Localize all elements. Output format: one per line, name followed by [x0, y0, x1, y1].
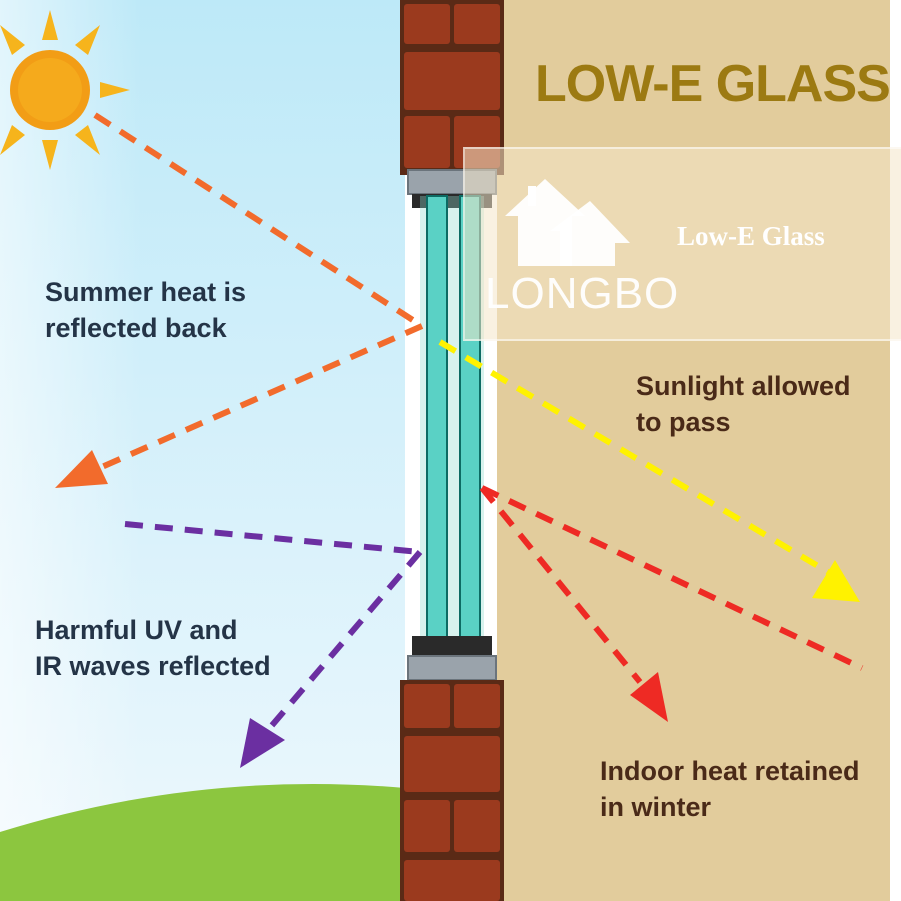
diagram-title: LOW-E GLASS — [535, 55, 891, 113]
arrowhead-indoor-heat — [630, 672, 668, 722]
sun-icon — [0, 10, 130, 170]
uv-label-line2: IR waves reflected — [35, 651, 271, 681]
watermark-caption: Low-E Glass — [677, 221, 825, 251]
sunlight-label-line2: to pass — [636, 407, 731, 437]
summer-label-line2: reflected back — [45, 313, 227, 343]
glass-pane-outer — [426, 195, 448, 657]
sunlight-label-line1: Sunlight allowed — [636, 371, 851, 401]
watermark-brand: LONGBO — [485, 269, 680, 318]
window-frame-bottom — [407, 636, 497, 681]
arrowhead-summer-heat — [55, 450, 108, 488]
arrowhead-uv-ir — [240, 718, 285, 768]
summer-label-line1: Summer heat is — [45, 277, 247, 307]
arrow-uv-ir — [124, 521, 423, 732]
brick-wall-top — [400, 0, 504, 175]
uv-label-line1: Harmful UV and — [35, 615, 238, 645]
indoor-label-line2: in winter — [600, 792, 712, 822]
watermark-panel: LONGBO Low-E Glass — [463, 147, 901, 341]
brick-wall-bottom — [400, 680, 504, 901]
sky-haze — [0, 0, 405, 901]
arrow-indoor-heat — [479, 485, 864, 684]
indoor-label-line1: Indoor heat retained — [600, 756, 860, 786]
arrowhead-sunlight — [812, 560, 860, 602]
arrow-summer-heat — [93, 112, 424, 473]
ground-hill — [0, 783, 405, 901]
house-logo-icon — [505, 179, 630, 266]
interior-right-edge — [890, 0, 901, 901]
arrow-sunlight — [438, 339, 830, 575]
